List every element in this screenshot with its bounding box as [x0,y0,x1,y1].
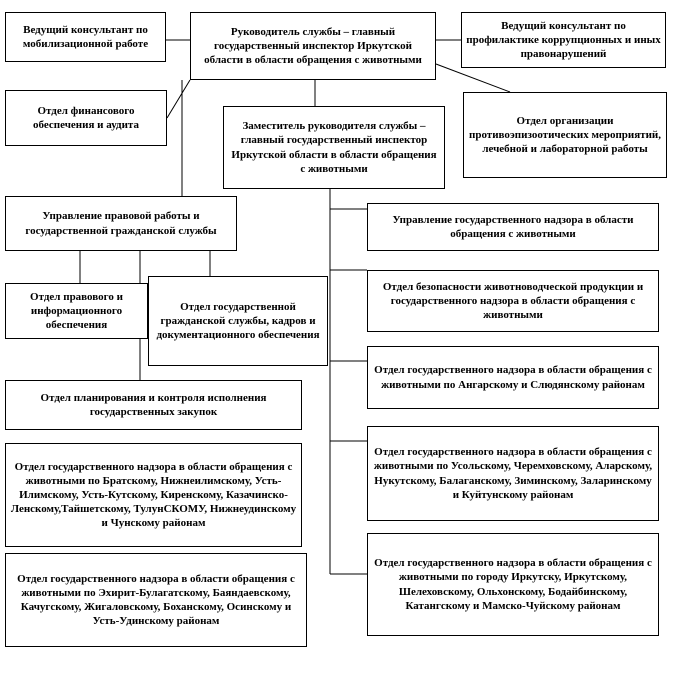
box-consultant-mobilization: Ведущий консультант по мобилизационной р… [5,12,166,62]
box-finance: Отдел финансового обеспечения и аудита [5,90,167,146]
box-civil-service: Отдел государственной гражданской службы… [148,276,328,366]
box-consultant-anticorruption: Ведущий консультант по профилактике корр… [461,12,666,68]
box-legal-directorate: Управление правовой работы и государстве… [5,196,237,251]
box-bratsk: Отдел государственного надзора в области… [5,443,302,547]
box-angarsk: Отдел государственного надзора в области… [367,346,659,409]
box-epizootic: Отдел организации противоэпизоотических … [463,92,667,178]
box-legal-info: Отдел правового и информационного обеспе… [5,283,148,339]
box-usolye: Отдел государственного надзора в области… [367,426,659,521]
box-deputy-head: Заместитель руководителя службы – главны… [223,106,445,189]
box-irkutsk: Отдел государственного надзора в области… [367,533,659,636]
box-livestock-safety: Отдел безопасности животноводческой прод… [367,270,659,332]
link-head-epizootic [435,63,511,93]
box-supervision-directorate: Управление государственного надзора в об… [367,203,659,251]
box-head: Руководитель службы – главный государств… [190,12,436,80]
box-ekhirit: Отдел государственного надзора в области… [5,553,307,647]
link-head-finance [166,79,191,119]
box-procurement: Отдел планирования и контроля исполнения… [5,380,302,430]
